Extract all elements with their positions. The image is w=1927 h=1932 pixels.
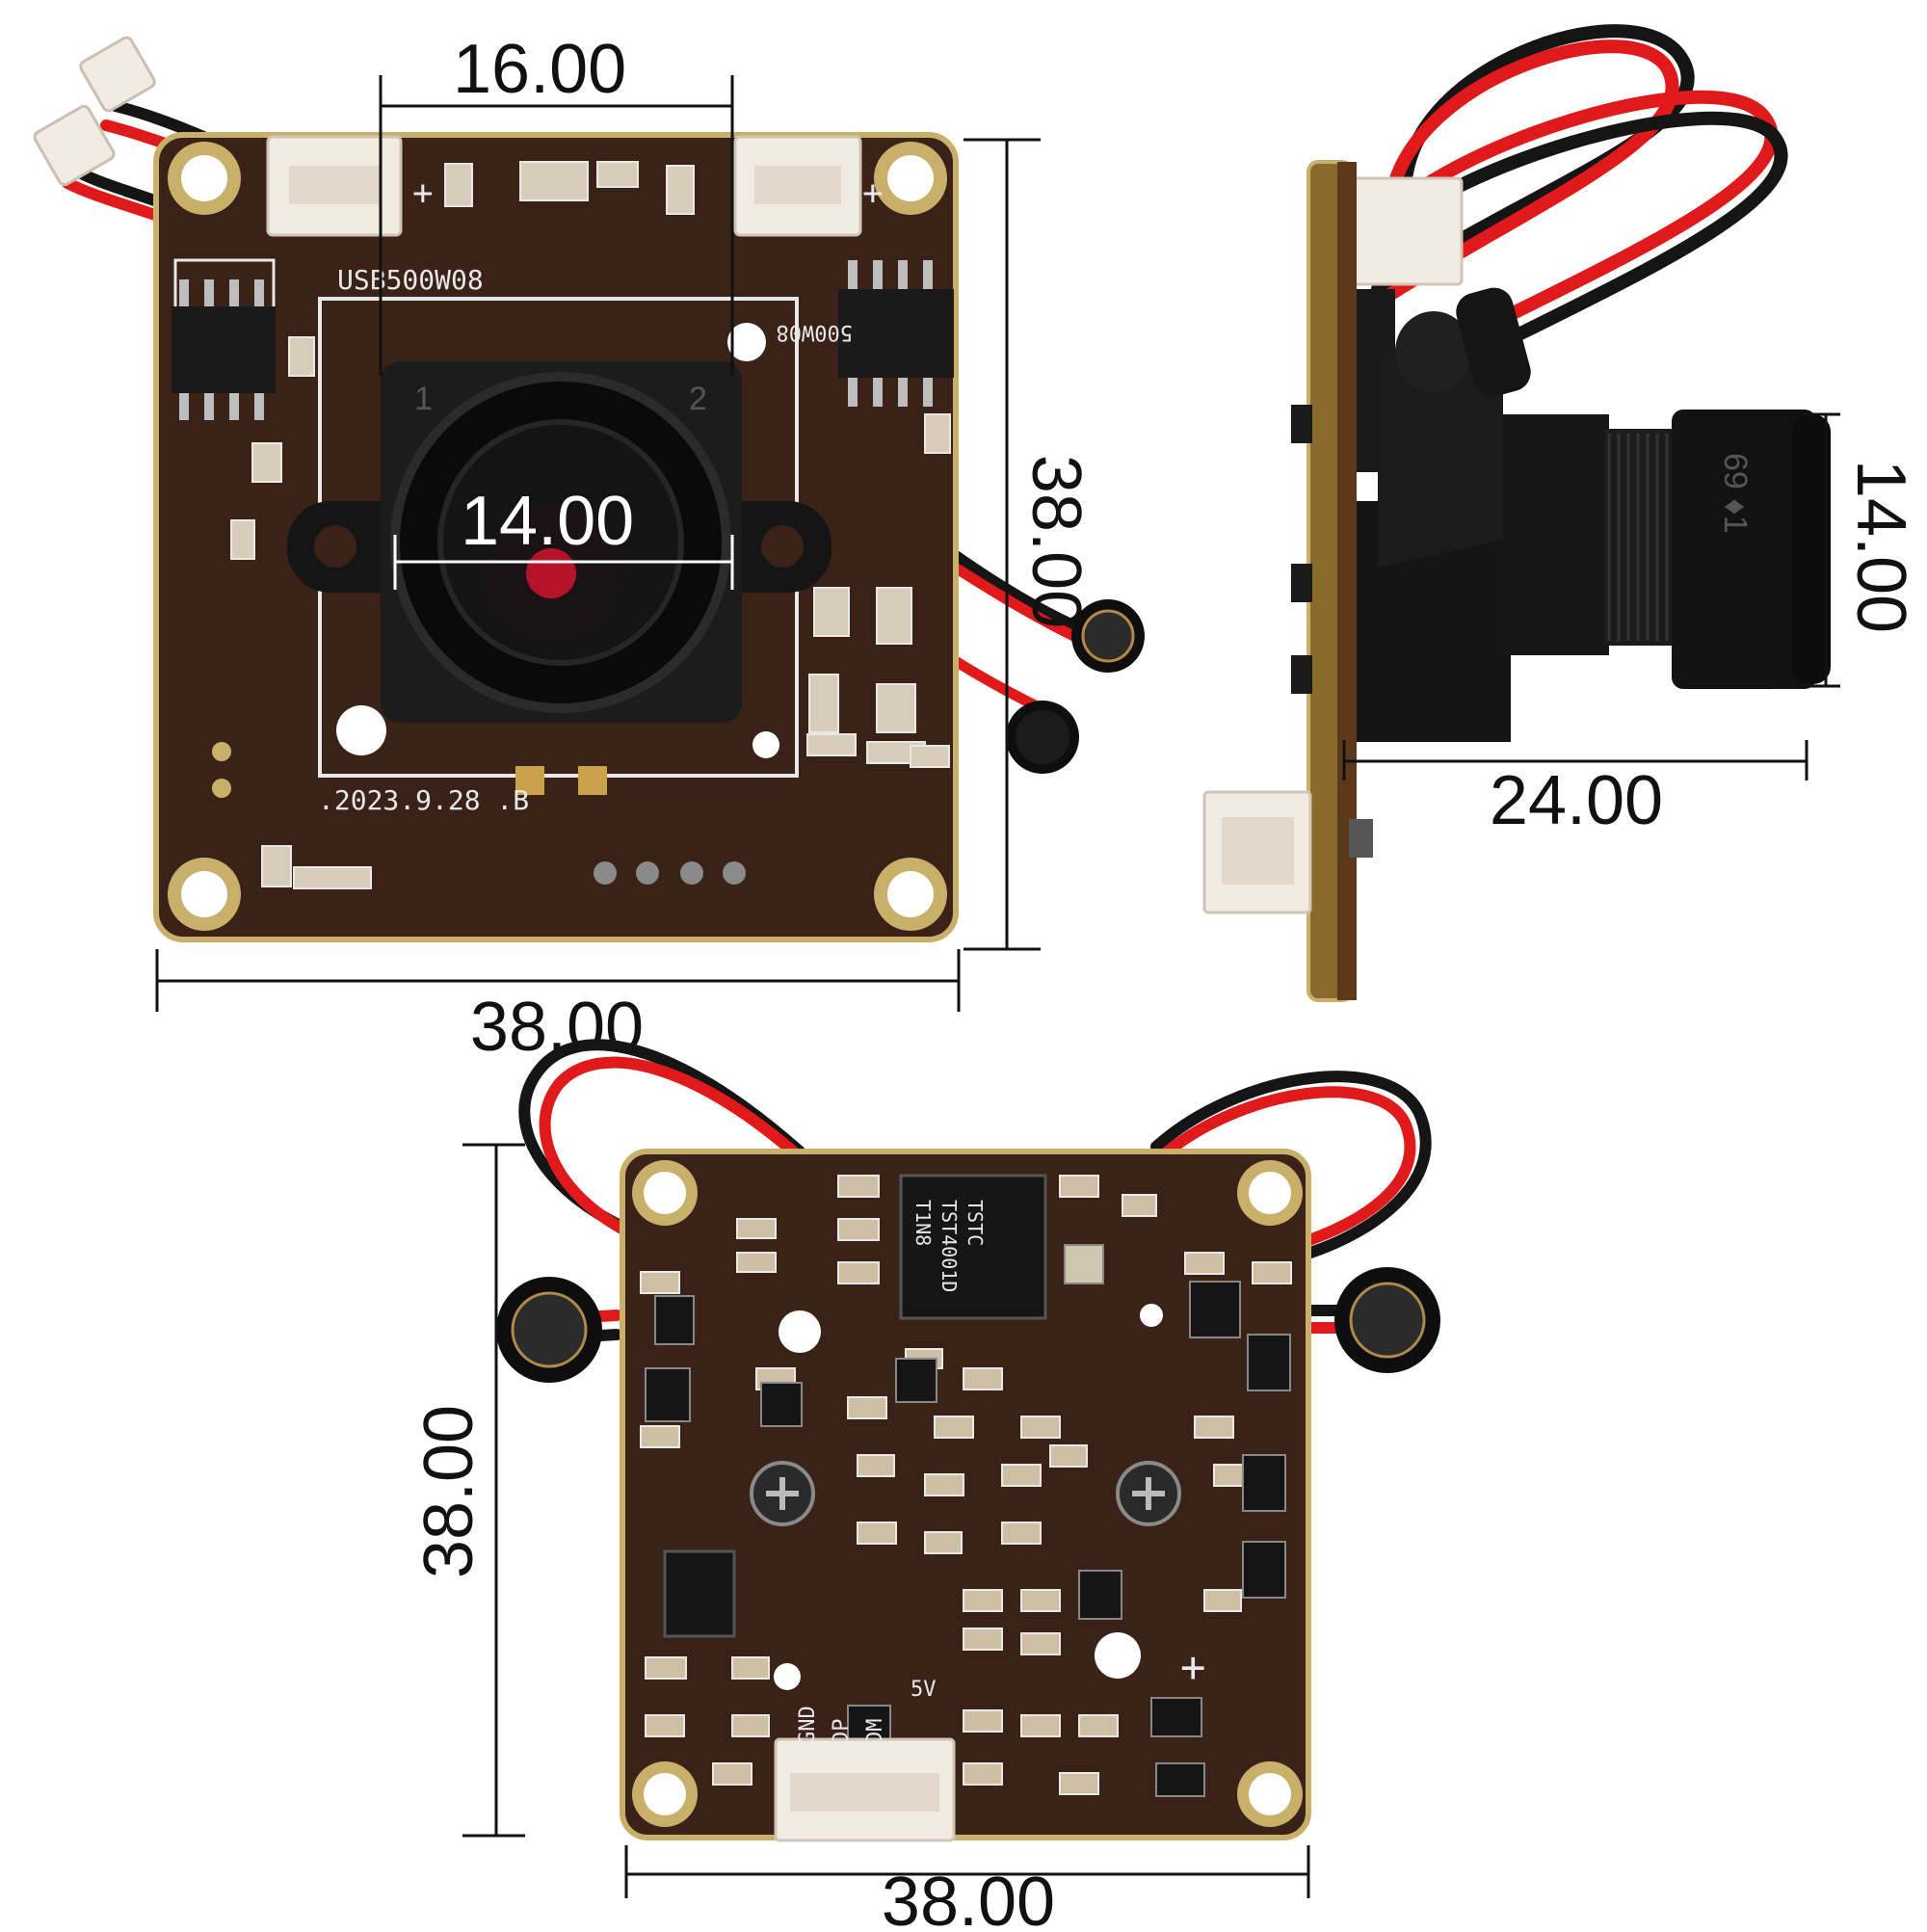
back-plus-mark: +	[1180, 1643, 1206, 1692]
front-mounting-holes	[168, 142, 947, 931]
side-view: 69 ♦1	[1202, 24, 1831, 1002]
back-dimension-lines	[462, 1143, 1310, 1898]
side-lens-holder: 69 ♦1	[1357, 287, 1831, 742]
front-lens-holder: 1 2	[287, 361, 832, 723]
loose-connector-plugs	[33, 36, 156, 187]
svg-text:DM: DM	[863, 1719, 887, 1745]
side-connector-top	[1339, 176, 1464, 286]
dim-side-depth: 24.00	[1490, 762, 1663, 839]
svg-text:GND: GND	[796, 1706, 820, 1744]
svg-text:TST4001D: TST4001D	[937, 1200, 961, 1292]
connector-pin-labels: GND DP DM 5V	[796, 1678, 937, 1744]
front-microphones	[1006, 599, 1145, 774]
front-dimension-lines	[155, 75, 1041, 1012]
side-dimension-lines	[1342, 412, 1840, 781]
back-mounting-holes	[632, 1160, 1303, 1827]
svg-text:T1N8: T1N8	[911, 1200, 935, 1246]
dim-lens-diameter: 14.00	[461, 483, 634, 560]
front-ic-right: 500W08	[777, 260, 954, 407]
svg-text:2: 2	[689, 381, 707, 417]
svg-text:TSTC: TSTC	[964, 1200, 987, 1246]
back-microphones	[496, 1267, 1440, 1383]
front-test-pads	[212, 742, 746, 885]
front-smd-components	[230, 161, 951, 889]
side-lens-barrel	[1672, 410, 1816, 689]
back-secondary-chip	[663, 1549, 736, 1638]
front-date-silkscreen: .2023.9.28 .B	[318, 784, 529, 816]
svg-text:5V: 5V	[911, 1678, 937, 1702]
front-view: + + USB500W08 500W08	[33, 36, 1145, 942]
dim-side-lens-diameter: 14.00	[1842, 460, 1919, 633]
dim-back-board-width: 38.00	[882, 1864, 1055, 1927]
dim-board-height: 38.00	[1017, 455, 1095, 628]
front-ic-left	[172, 258, 276, 420]
svg-text:DP: DP	[830, 1719, 854, 1745]
svg-text:500W08: 500W08	[777, 320, 853, 344]
back-main-chip: TSTC TST4001D T1N8	[899, 1174, 1047, 1320]
back-dark-components	[645, 1281, 1291, 1797]
back-screws	[750, 1461, 1181, 1526]
dim-back-board-height: 38.00	[410, 1405, 488, 1578]
svg-text:+: +	[862, 173, 884, 213]
side-wires	[1337, 24, 1788, 363]
back-view: TSTC TST4001D T1N8	[496, 1039, 1440, 1842]
front-plus-mark: +	[412, 173, 434, 213]
svg-text:1: 1	[414, 381, 433, 417]
front-model-silkscreen: USB500W08	[337, 264, 484, 296]
svg-text:69 ♦1: 69 ♦1	[1717, 453, 1754, 534]
dim-lens-mount-width: 16.00	[453, 31, 626, 108]
